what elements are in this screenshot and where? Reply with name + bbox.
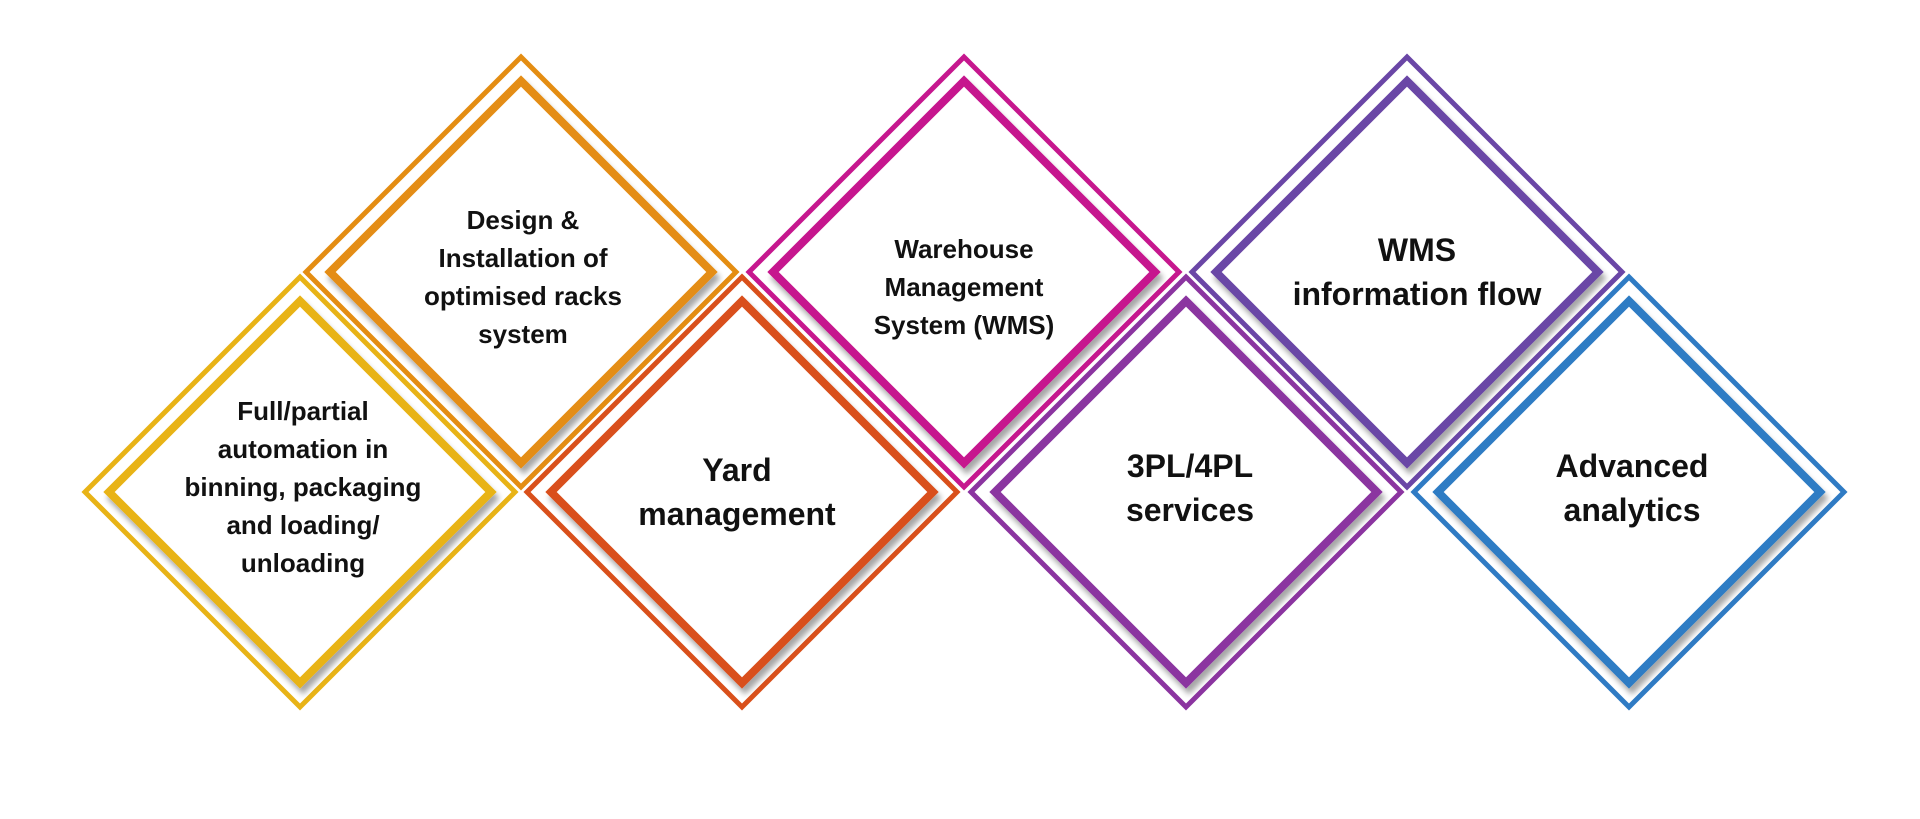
label-analytics: Advanced analytics xyxy=(1555,448,1709,528)
label-racks: Design & Installation of optimised racks… xyxy=(424,205,622,349)
tile-wms-flow xyxy=(1188,53,1626,491)
inner-diamond xyxy=(1210,75,1604,469)
tile-racks xyxy=(302,53,740,491)
label-automation: Full/partial automation in binning, pack… xyxy=(184,396,422,578)
inner-diamond xyxy=(324,75,718,469)
inner-diamond xyxy=(545,295,939,689)
label-3pl: 3PL/4PL services xyxy=(1125,448,1255,528)
label-wms-flow: WMS information flow xyxy=(1292,232,1542,312)
tile-wms xyxy=(745,53,1183,491)
inner-diamond xyxy=(989,295,1383,689)
inner-diamond xyxy=(103,295,497,689)
tile-automation xyxy=(81,273,519,711)
tile-yard xyxy=(523,273,961,711)
tile-analytics xyxy=(1410,273,1848,711)
tile-3pl xyxy=(967,273,1405,711)
label-wms: Warehouse Management System (WMS) xyxy=(873,234,1055,340)
label-yard: Yard management xyxy=(638,452,836,532)
inner-diamond xyxy=(1432,295,1826,689)
inner-diamond xyxy=(767,75,1161,469)
